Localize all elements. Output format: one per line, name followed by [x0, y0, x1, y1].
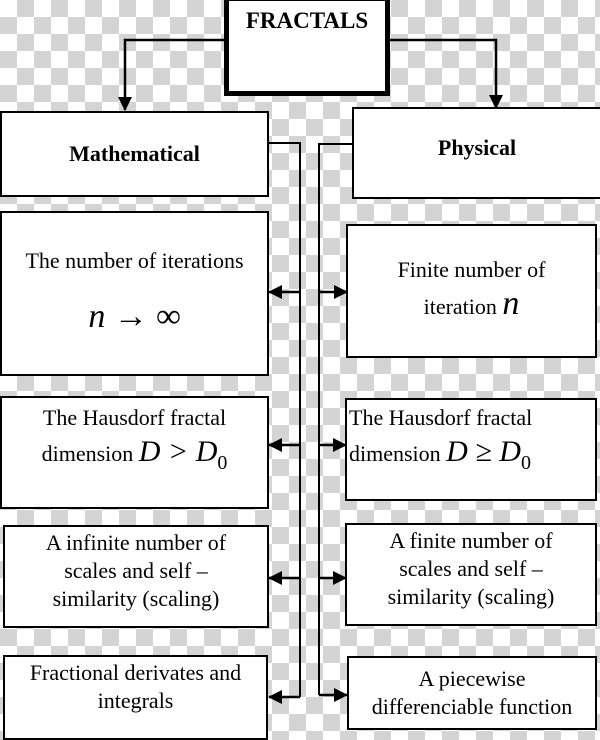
- right-item-2-formula-sub: 0: [520, 452, 531, 474]
- left-item-1-formula: n → ∞: [88, 298, 181, 335]
- left-item-3-line1: A infinite number of: [45, 530, 227, 555]
- right-item-2-formula: D ≥ D: [446, 435, 521, 468]
- right-item-hausdorf: The Hausdorf fractal dimension D ≥ D0: [345, 398, 597, 501]
- right-item-1-line2: iteration: [423, 293, 497, 319]
- right-item-4-line2: differenciable function: [371, 694, 573, 719]
- left-item-4-line1: Fractional derivates and: [29, 660, 242, 685]
- left-item-1-text: The number of iterations: [25, 248, 244, 273]
- right-item-4-line1: A piecewise: [418, 666, 526, 691]
- left-item-4-line2: integrals: [97, 688, 174, 713]
- right-item-finite-scales: A finite number of scales and self – sim…: [345, 523, 597, 626]
- left-item-infinite-scales: A infinite number of scales and self – s…: [3, 525, 269, 628]
- right-item-2-line1: The Hausdorf fractal: [349, 405, 533, 430]
- left-heading-mathematical: Mathematical: [0, 111, 269, 197]
- root-label: FRACTALS: [245, 8, 369, 33]
- right-heading-label: Physical: [437, 135, 517, 160]
- left-item-2-line2: dimension: [41, 441, 134, 466]
- left-heading-label: Mathematical: [69, 141, 200, 166]
- left-item-fractional-derivates: Fractional derivates and integrals: [3, 655, 268, 740]
- root-node-fractals: FRACTALS: [224, 0, 390, 96]
- right-item-3-line1: A finite number of: [389, 528, 553, 553]
- left-item-2-formula: D > D: [138, 435, 218, 468]
- left-item-hausdorf: The Hausdorf fractal dimension D > D0: [0, 396, 269, 509]
- right-item-1-formula: n: [502, 284, 520, 322]
- right-item-3-line2: scales and self –: [399, 556, 543, 581]
- left-item-3-line2: scales and self –: [64, 558, 208, 583]
- right-item-piecewise-function: A piecewise differenciable function: [347, 656, 597, 730]
- left-item-2-formula-sub: 0: [217, 452, 228, 474]
- left-item-2-line1: The Hausdorf fractal: [42, 405, 227, 430]
- left-item-iterations: The number of iterations n → ∞: [0, 211, 269, 376]
- right-item-finite-iterations: Finite number of iteration n: [346, 224, 597, 358]
- right-heading-physical: Physical: [352, 107, 600, 199]
- right-item-1-line1: Finite number of: [397, 256, 546, 282]
- left-item-3-line3: similarity (scaling): [52, 586, 220, 611]
- right-item-2-line2: dimension: [349, 441, 441, 466]
- right-item-3-line3: similarity (scaling): [387, 584, 555, 609]
